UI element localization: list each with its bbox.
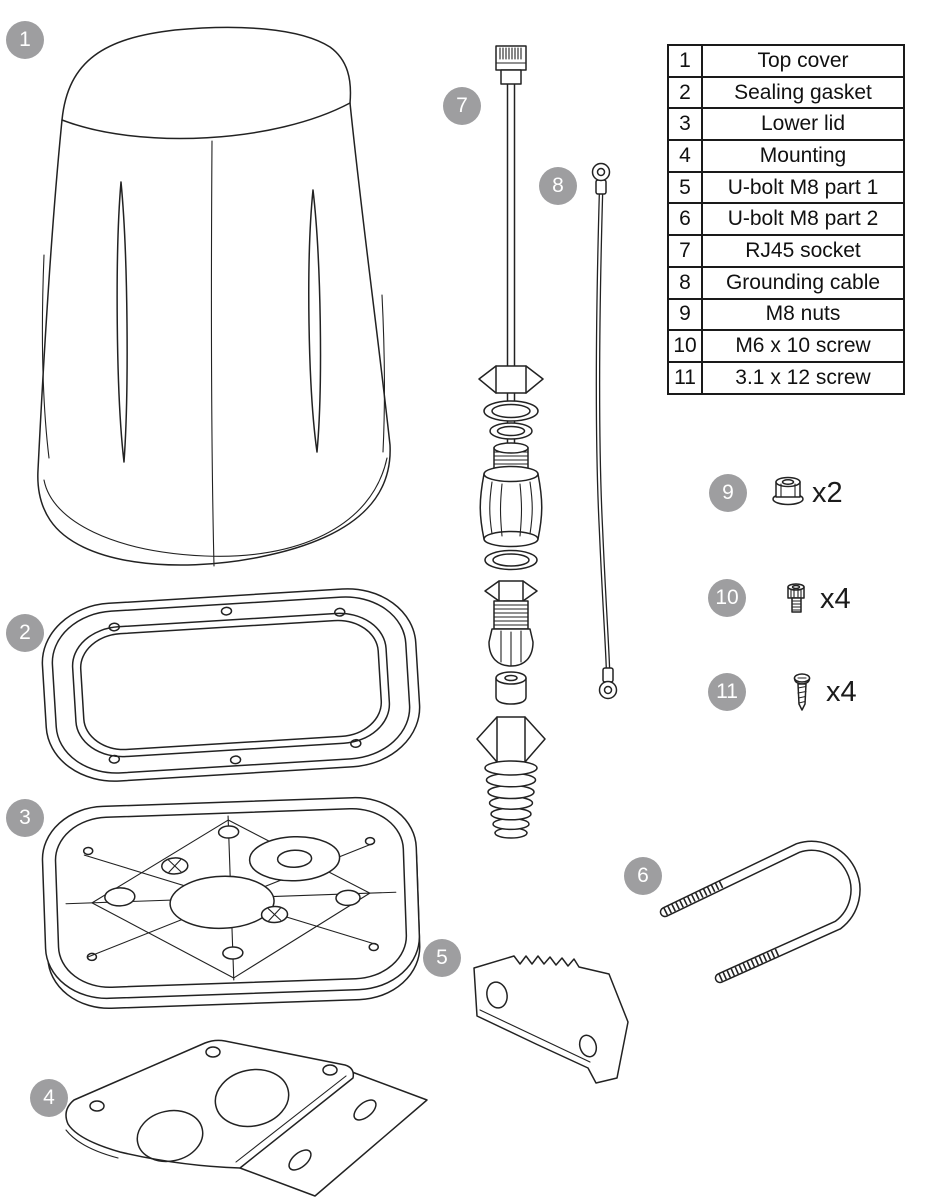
tapping-screws-qty-label: x4 bbox=[826, 676, 857, 708]
part-number-cell: 8 bbox=[667, 265, 703, 300]
part-number-cell: 11 bbox=[667, 360, 703, 395]
callout-9: 9 bbox=[709, 474, 747, 512]
callout-10: 10 bbox=[708, 579, 746, 617]
grounding-cable-drawing bbox=[591, 162, 618, 700]
part-number-cell: 9 bbox=[667, 297, 703, 332]
callout-1: 1 bbox=[6, 21, 44, 59]
part-number-cell: 5 bbox=[667, 170, 703, 205]
part-number-cell: 6 bbox=[667, 202, 703, 237]
part-name-cell: U-bolt M8 part 2 bbox=[701, 202, 905, 237]
lower-lid-drawing bbox=[41, 796, 421, 1010]
part-name-cell: Grounding cable bbox=[701, 265, 905, 300]
rj45-cable-gland-drawing bbox=[476, 45, 546, 839]
part-name-cell: U-bolt M8 part 1 bbox=[701, 170, 905, 205]
m8-nut-icon bbox=[772, 476, 804, 506]
part-name-cell: Lower lid bbox=[701, 107, 905, 142]
part-name-cell: 3.1 x 12 screw bbox=[701, 360, 905, 395]
u-bolt-drawing bbox=[659, 840, 861, 984]
callout-5: 5 bbox=[423, 939, 461, 977]
m6-screw-icon bbox=[787, 583, 805, 613]
part-name-cell: M6 x 10 screw bbox=[701, 329, 905, 363]
part-name-cell: M8 nuts bbox=[701, 297, 905, 332]
callout-3: 3 bbox=[6, 799, 44, 837]
callout-6: 6 bbox=[624, 857, 662, 895]
part-number-cell: 7 bbox=[667, 234, 703, 268]
callout-7: 7 bbox=[443, 87, 481, 125]
part-number-cell: 10 bbox=[667, 329, 703, 363]
part-name-cell: RJ45 socket bbox=[701, 234, 905, 268]
part-number-cell: 3 bbox=[667, 107, 703, 142]
callout-11: 11 bbox=[708, 673, 746, 711]
part-name-cell: Sealing gasket bbox=[701, 75, 905, 110]
sealing-gasket-drawing bbox=[41, 588, 421, 782]
mounting-plate-drawing bbox=[65, 1039, 428, 1197]
part-name-cell: Top cover bbox=[701, 44, 905, 78]
callout-8: 8 bbox=[539, 167, 577, 205]
part-name-cell: Mounting bbox=[701, 139, 905, 173]
part-number-cell: 1 bbox=[667, 44, 703, 78]
clamp-bracket-drawing bbox=[473, 955, 629, 1084]
callout-2: 2 bbox=[6, 614, 44, 652]
m6-screws-qty-label: x4 bbox=[820, 583, 851, 615]
tapping-screw-icon bbox=[793, 673, 811, 711]
callout-4: 4 bbox=[30, 1079, 68, 1117]
part-number-cell: 2 bbox=[667, 75, 703, 110]
m8-nuts-qty-label: x2 bbox=[812, 477, 843, 509]
top-cover-drawing bbox=[37, 26, 391, 567]
part-number-cell: 4 bbox=[667, 139, 703, 173]
